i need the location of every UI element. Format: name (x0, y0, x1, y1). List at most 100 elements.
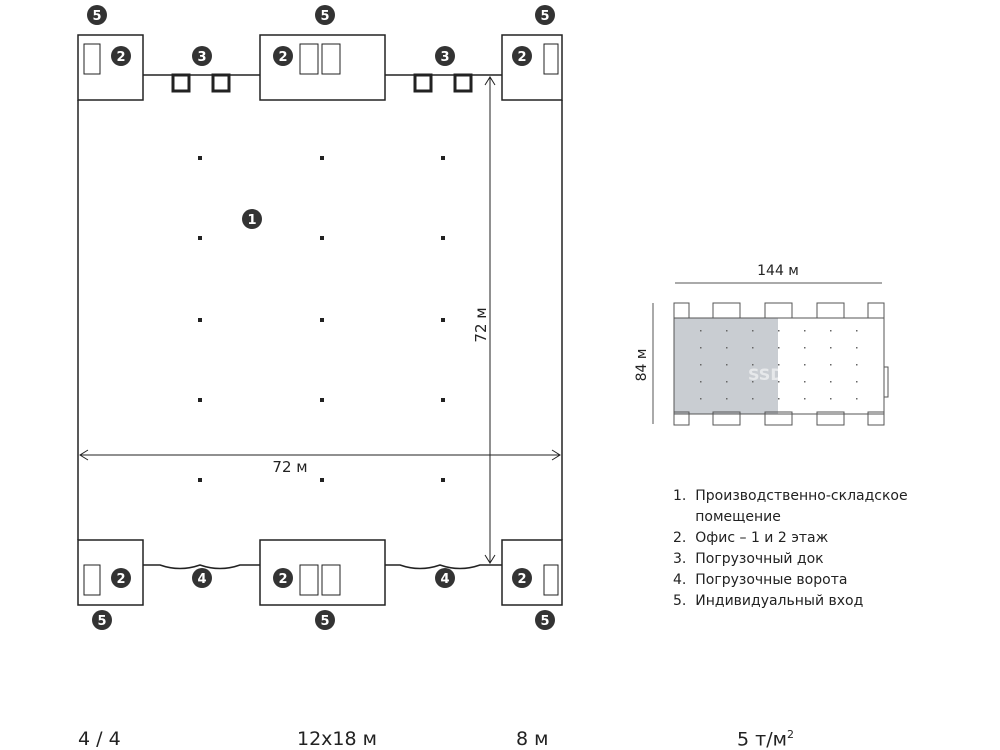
stair (321, 564, 341, 596)
svg-text:2: 2 (517, 50, 526, 65)
column-marker (320, 478, 324, 482)
stair (83, 564, 101, 596)
column-marker (320, 156, 324, 160)
stair (321, 43, 341, 75)
mini-column-marker (804, 347, 806, 349)
mini-column-marker (700, 330, 702, 332)
office-block (259, 34, 386, 101)
stair (83, 43, 101, 75)
mini-depth-label: 84 м (634, 349, 650, 382)
badge-4: 4 (435, 568, 455, 588)
svg-text:5: 5 (92, 9, 101, 24)
loading-dock (453, 73, 473, 93)
mini-column-marker (752, 330, 754, 332)
gate-wall-2 (385, 564, 502, 570)
column-marker (198, 478, 202, 482)
stat-ceiling-height: 8 м (516, 728, 549, 750)
svg-text:1: 1 (247, 213, 256, 228)
watermark: SSD.RU (748, 365, 815, 384)
mini-column-marker (700, 381, 702, 383)
mini-office (764, 302, 793, 319)
mini-office (712, 302, 741, 319)
mini-column-marker (726, 381, 728, 383)
stat-column-grid: 12x18 м (297, 728, 377, 750)
office-block (501, 34, 563, 101)
stair (543, 43, 559, 75)
office-block (77, 539, 144, 606)
badge-5: 5 (315, 610, 335, 630)
svg-text:3: 3 (440, 50, 449, 65)
svg-text:5: 5 (540, 614, 549, 629)
arrowheads (79, 449, 561, 461)
office-block (259, 539, 386, 606)
column-marker (198, 398, 202, 402)
mini-column-marker (726, 364, 728, 366)
mini-column-marker (856, 381, 858, 383)
badge-5: 5 (87, 5, 107, 25)
mini-office (867, 411, 885, 426)
badge-2: 2 (111, 46, 131, 66)
stat-gates: 4 / 4 (78, 728, 121, 750)
gate-wall-1 (143, 564, 260, 570)
mini-column-marker (830, 330, 832, 332)
svg-text:2: 2 (278, 50, 287, 65)
column-marker (441, 156, 445, 160)
mini-column-marker (778, 398, 780, 400)
column-marker (198, 318, 202, 322)
loading-dock (413, 73, 433, 93)
mini-office (816, 302, 845, 319)
badge-2: 2 (111, 568, 131, 588)
mini-column-marker (700, 398, 702, 400)
mini-column-marker (752, 381, 754, 383)
mini-column-marker (752, 347, 754, 349)
svg-text:5: 5 (97, 614, 106, 629)
mini-column-marker (726, 347, 728, 349)
mini-column-marker (804, 330, 806, 332)
mini-site-plan: SSD.RU 144 м 84 м (634, 263, 889, 426)
column-marker (198, 156, 202, 160)
mini-column-marker (778, 347, 780, 349)
legend-item: 4. Погрузочные ворота (673, 572, 848, 588)
badge-3: 3 (435, 46, 455, 66)
badge-5: 5 (535, 5, 555, 25)
mini-width-label: 144 м (757, 263, 799, 279)
svg-text:5: 5 (320, 9, 329, 24)
badge-2: 2 (512, 568, 532, 588)
mini-column-marker (830, 398, 832, 400)
office-block (501, 539, 563, 606)
badge-1: 1 (242, 209, 262, 229)
loading-dock (171, 73, 191, 93)
mini-office (816, 411, 845, 426)
badge-2: 2 (273, 568, 293, 588)
floor-load-unit-sup: 2 (786, 728, 794, 741)
mini-annex (883, 366, 889, 398)
mini-column-marker (856, 364, 858, 366)
mini-column-marker (804, 381, 806, 383)
mini-office (673, 302, 690, 319)
mini-column-marker (830, 364, 832, 366)
svg-text:2: 2 (116, 50, 125, 65)
depth-label: 72 м (472, 307, 490, 342)
svg-text:2: 2 (517, 572, 526, 587)
badge-5: 5 (92, 610, 112, 630)
stair (299, 43, 319, 75)
mini-column-marker (752, 398, 754, 400)
svg-text:4: 4 (440, 572, 449, 587)
mini-column-marker (700, 347, 702, 349)
column-marker (441, 236, 445, 240)
mini-column-marker (856, 347, 858, 349)
mini-column-marker (726, 398, 728, 400)
mini-column-marker (752, 364, 754, 366)
mini-office (764, 411, 793, 426)
svg-text:2: 2 (278, 572, 287, 587)
arrowheads (484, 76, 496, 564)
column-marker (198, 236, 202, 240)
width-label: 72 м (272, 458, 307, 476)
badge-5: 5 (535, 610, 555, 630)
mini-office (867, 302, 885, 319)
mini-column-marker (830, 347, 832, 349)
loading-dock (211, 73, 231, 93)
mini-column-marker (700, 364, 702, 366)
